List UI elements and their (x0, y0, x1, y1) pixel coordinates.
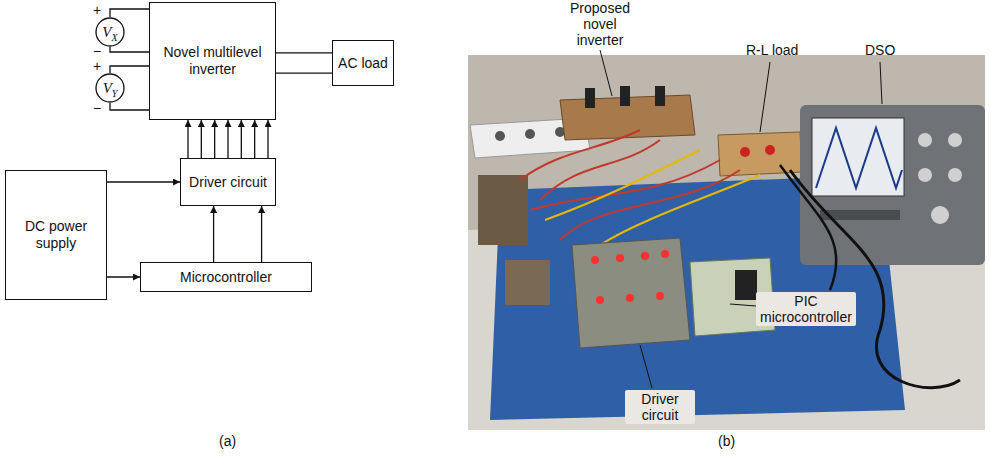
transformer (505, 260, 550, 305)
wall (468, 55, 985, 430)
signal-arrow (107, 182, 180, 183)
voltage-source: VY (95, 73, 125, 103)
callout-label: Driver circuit (625, 390, 695, 424)
leader-line (640, 345, 652, 388)
leader-line (730, 304, 756, 306)
subfigure-label: (b) (718, 433, 735, 449)
led (661, 250, 669, 258)
leader-line (880, 62, 882, 104)
box-label: DC power supply (11, 218, 101, 252)
led (656, 292, 664, 300)
voltage-source: VX (95, 17, 125, 47)
driver-box: Driver circuit (180, 158, 276, 206)
polarity-sign: + (93, 58, 101, 74)
callout-label: Proposed novel inverter (560, 0, 640, 48)
switch (655, 86, 665, 106)
wire (276, 53, 332, 73)
load-component (740, 147, 750, 157)
wires (545, 150, 760, 245)
led (626, 294, 634, 302)
voltage-symbol: V (102, 24, 111, 40)
callout-label: DSO (865, 42, 895, 58)
load-pcb (718, 132, 802, 176)
driver-pcb (572, 238, 690, 348)
socket (525, 129, 535, 139)
voltage-symbol: V (103, 80, 112, 96)
led (596, 296, 604, 304)
inverter-box: Novel multilevel inverter (149, 2, 276, 120)
box-label: Microcontroller (180, 269, 272, 286)
polarity-sign: − (93, 100, 101, 116)
voltage-subscript: X (112, 32, 118, 43)
oscilloscope (800, 105, 985, 265)
box-label: Novel multilevel inverter (155, 44, 270, 78)
transformer (478, 175, 528, 245)
knob (948, 133, 962, 147)
polarity-sign: − (93, 43, 101, 59)
leader-line (760, 62, 770, 132)
knob (948, 168, 962, 182)
signal-arrow (188, 120, 268, 158)
polarity-sign: + (93, 2, 101, 18)
ic-chip (735, 270, 757, 300)
leader-line (600, 50, 612, 96)
led (591, 256, 599, 264)
signal-arrow (214, 206, 262, 262)
led (641, 252, 649, 260)
knob (931, 206, 949, 224)
box-label: Driver circuit (189, 174, 267, 191)
power-supply-box: DC power supply (5, 170, 107, 300)
microcontroller-box: Microcontroller (140, 262, 312, 292)
voltage-subscript: Y (112, 88, 118, 99)
knob (918, 133, 932, 147)
blue-board (490, 175, 905, 420)
socket (495, 131, 505, 141)
signal-arrow (107, 277, 140, 278)
subfigure-label: (a) (219, 433, 236, 449)
load-box: AC load (332, 40, 394, 86)
load-component (765, 145, 775, 155)
knob (918, 168, 932, 182)
waveform (816, 128, 902, 188)
wire (110, 66, 149, 110)
switch (620, 86, 630, 106)
led (616, 254, 624, 262)
callout-label: R-L load (746, 42, 798, 58)
probe-cable (780, 165, 836, 290)
box-label: AC load (338, 55, 388, 72)
scope-screen (812, 118, 904, 196)
callout-label: PIC microcontroller (756, 292, 856, 326)
switch (585, 88, 595, 108)
probe-cable (790, 170, 960, 388)
